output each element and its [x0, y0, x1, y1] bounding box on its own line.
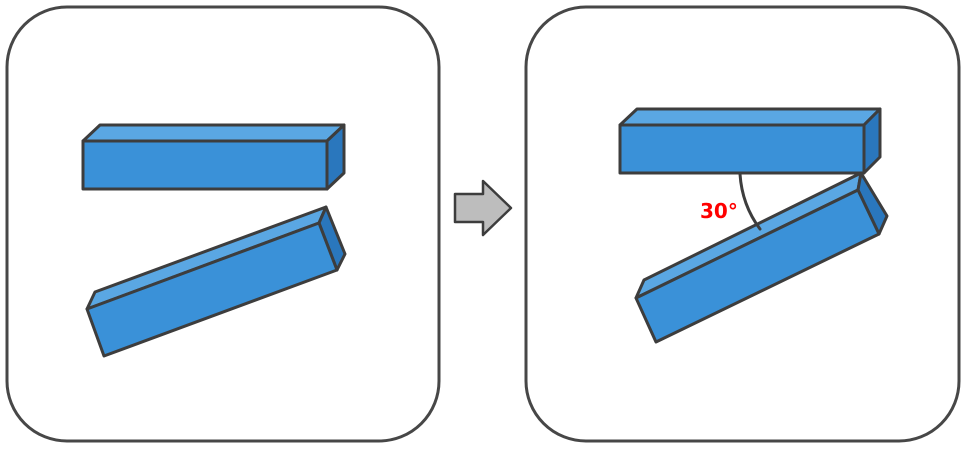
- block-front-face: [618, 123, 866, 175]
- panel-before-frame: [5, 5, 441, 443]
- angle-arc-icon: [738, 172, 762, 231]
- tilted-block: [634, 171, 889, 344]
- tilted-block: [85, 205, 347, 358]
- block-front-face: [634, 188, 881, 344]
- block-front-face: [81, 139, 329, 191]
- panel-before: [5, 5, 441, 443]
- angle-label: 30°: [700, 199, 738, 223]
- block-top-face: [81, 123, 346, 143]
- block-top-face: [618, 107, 882, 127]
- horizontal-block: [618, 107, 882, 175]
- horizontal-block: [81, 123, 346, 191]
- panel-after: 30°: [524, 5, 961, 443]
- block-front-face: [85, 221, 339, 358]
- panel-after-frame: [524, 5, 961, 443]
- right-arrow-icon: [453, 179, 513, 237]
